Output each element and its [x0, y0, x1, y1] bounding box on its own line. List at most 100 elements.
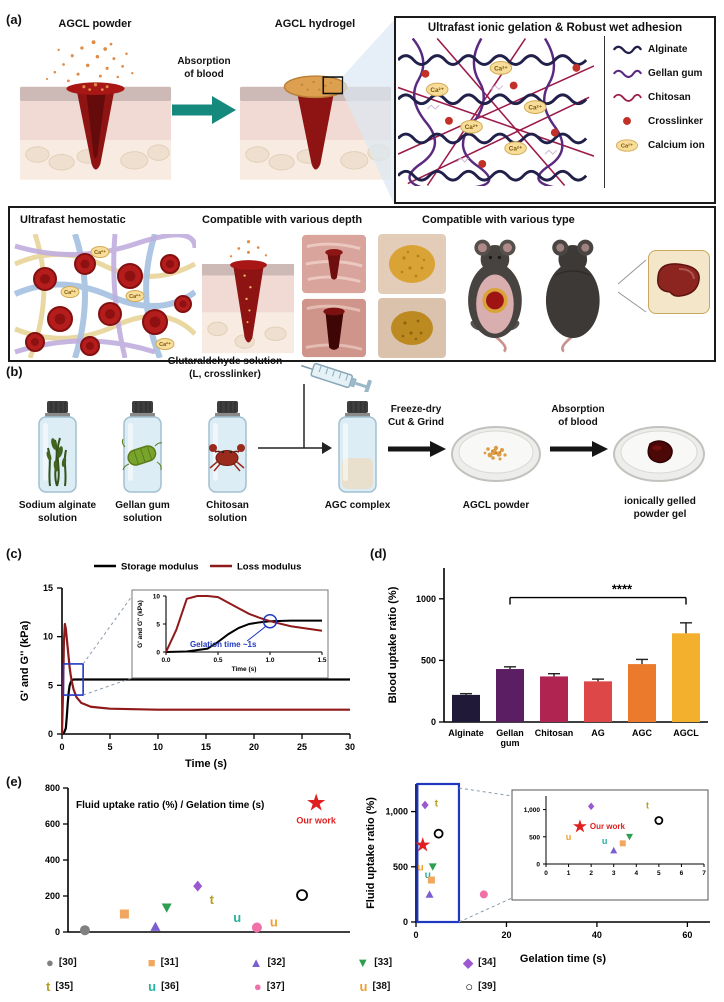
crab: [209, 444, 245, 472]
svg-text:1.0: 1.0: [265, 657, 274, 664]
svg-text:40: 40: [592, 930, 602, 940]
svg-text:Gelation time ~1s: Gelation time ~1s: [190, 640, 257, 649]
ref-label: [39]: [478, 981, 496, 992]
svg-text:0.5: 0.5: [213, 657, 222, 664]
svg-text:Gelation time (s): Gelation time (s): [520, 953, 607, 965]
svg-text:Ca²⁺: Ca²⁺: [621, 143, 633, 150]
hemostatic-network-illustration: Ca²⁺ Ca²⁺ Ca²⁺ Ca²⁺: [14, 234, 196, 358]
svg-text:Chitosan: Chitosan: [535, 728, 574, 738]
gelled-powder-label: ionically gelled powder gel: [624, 496, 696, 520]
svg-text:0: 0: [59, 742, 64, 752]
svg-text:u: u: [417, 862, 423, 873]
svg-text:60: 60: [682, 930, 692, 940]
ref-marker-icon: ▲: [249, 955, 263, 970]
ref-label: [32]: [267, 957, 286, 968]
ref-marker-icon: ▼: [356, 955, 370, 970]
svg-text:Storage modulus: Storage modulus: [121, 562, 199, 573]
svg-text:Time (s): Time (s): [232, 666, 257, 673]
svg-text:AGC: AGC: [632, 728, 653, 738]
alginate-wave-icon: [612, 45, 642, 55]
absorption-arrow-label: Absorption of blood: [177, 56, 231, 80]
legend-item-chitosan: Chitosan: [612, 90, 710, 104]
absorption-arrow: [172, 96, 236, 124]
legend-label: Alginate: [648, 43, 688, 55]
svg-text:0: 0: [55, 927, 60, 937]
microbe: [121, 438, 163, 471]
liver-callout-lines: [618, 259, 647, 313]
svg-text:20: 20: [249, 742, 259, 752]
svg-text:Fluid uptake ratio (%) / Gelat: Fluid uptake ratio (%) / Gelation time (…: [76, 800, 264, 811]
ref-legend-entry: ● [37]: [254, 980, 285, 993]
svg-text:5: 5: [48, 680, 53, 690]
crosslinker-dots: [421, 63, 581, 168]
svg-text:AG: AG: [591, 728, 605, 738]
svg-text:Fluid uptake ratio (%): Fluid uptake ratio (%): [365, 797, 377, 909]
ref-marker-icon: ●: [46, 955, 54, 970]
gellan-gum-vial: [121, 401, 163, 493]
crosslinker-dot-icon: [623, 117, 631, 125]
absorption-arrow-b: [550, 441, 608, 457]
polymer-network-illustration: Ca²⁺ Ca²⁺ Ca²⁺ Ca²⁺ Ca²⁺: [396, 37, 595, 191]
svg-text:1.5: 1.5: [317, 657, 326, 664]
svg-text:Blood uptake ratio (%): Blood uptake ratio (%): [387, 586, 399, 703]
svg-text:Time (s): Time (s): [185, 758, 227, 770]
shallow-wound-photo: [302, 234, 366, 294]
svg-text:0: 0: [536, 862, 540, 869]
svg-text:****: ****: [612, 582, 633, 597]
ref-label: [37]: [266, 981, 285, 992]
zoom-box-legend: Alginate Gellan gum Chitosan Crosslinker…: [604, 36, 714, 188]
powder-wound-illustration: [19, 40, 172, 180]
gellan-wave-icon: [612, 69, 642, 79]
svg-text:Ca²⁺: Ca²⁺: [494, 65, 508, 72]
svg-text:500: 500: [529, 834, 540, 841]
depth-wound-illustration: [202, 240, 294, 354]
svg-text:Ca²⁺: Ca²⁺: [465, 124, 479, 131]
svg-text:u: u: [566, 832, 572, 842]
svg-text:0: 0: [544, 870, 548, 877]
svg-text:500: 500: [421, 655, 436, 665]
panel-e-tag: (e): [6, 774, 22, 789]
svg-text:Our work: Our work: [296, 815, 337, 825]
ref-legend-entry: u[38]: [360, 980, 391, 993]
liver-icon: [657, 263, 700, 297]
panel-c-tag: (c): [6, 546, 22, 561]
chitosan-wave-icon: [613, 93, 642, 102]
ref-legend-entry: ○[39]: [465, 980, 496, 993]
svg-text:Ca²⁺: Ca²⁺: [430, 87, 444, 94]
panel-a-tag: (a): [6, 12, 22, 27]
ref-label: [38]: [372, 981, 391, 992]
svg-text:1,000: 1,000: [385, 807, 408, 817]
panel-d-tag: (d): [370, 546, 387, 561]
svg-text:t: t: [435, 798, 439, 809]
chitosan-vial: [208, 401, 247, 493]
absorption-label-b: Absorption of blood: [551, 404, 605, 428]
svg-text:u: u: [270, 915, 278, 930]
svg-text:15: 15: [43, 583, 53, 593]
vial-label-gellan: Gellan gum solution: [115, 500, 170, 524]
panel-b-tag: (b): [6, 364, 23, 379]
svg-text:3: 3: [612, 870, 616, 877]
agc-complex-vial: [338, 401, 377, 493]
svg-text:★: ★: [573, 818, 587, 835]
svg-text:G' and G'' (kPa): G' and G'' (kPa): [19, 620, 31, 701]
ref-legend-row-2: t[35]u[36]●[37]u[38]○[39]: [46, 980, 496, 993]
powder-spray-dots: [45, 40, 134, 83]
svg-text:0: 0: [403, 917, 408, 927]
section-title-depth: Compatible with various depth: [202, 214, 363, 226]
svg-text:5: 5: [657, 870, 661, 877]
svg-text:200: 200: [45, 891, 60, 901]
ref-marker-icon: ■: [147, 955, 156, 970]
legend-label: Crosslinker: [648, 115, 704, 127]
svg-text:400: 400: [45, 855, 60, 865]
svg-text:15: 15: [201, 742, 211, 752]
calcium-ions: Ca²⁺ Ca²⁺ Ca²⁺ Ca²⁺: [60, 246, 175, 350]
agcl-powder-label: AGCL powder: [462, 500, 530, 511]
ref-legend-entry: ●[30]: [46, 956, 77, 969]
ref-label: [33]: [374, 957, 393, 968]
mice-illustration: [468, 239, 600, 353]
legend-item-gellan: Gellan gum: [612, 66, 710, 80]
ref-marker-icon: ●: [253, 979, 262, 994]
applications-box: Ultrafast hemostatic Compatible with var…: [8, 206, 716, 362]
